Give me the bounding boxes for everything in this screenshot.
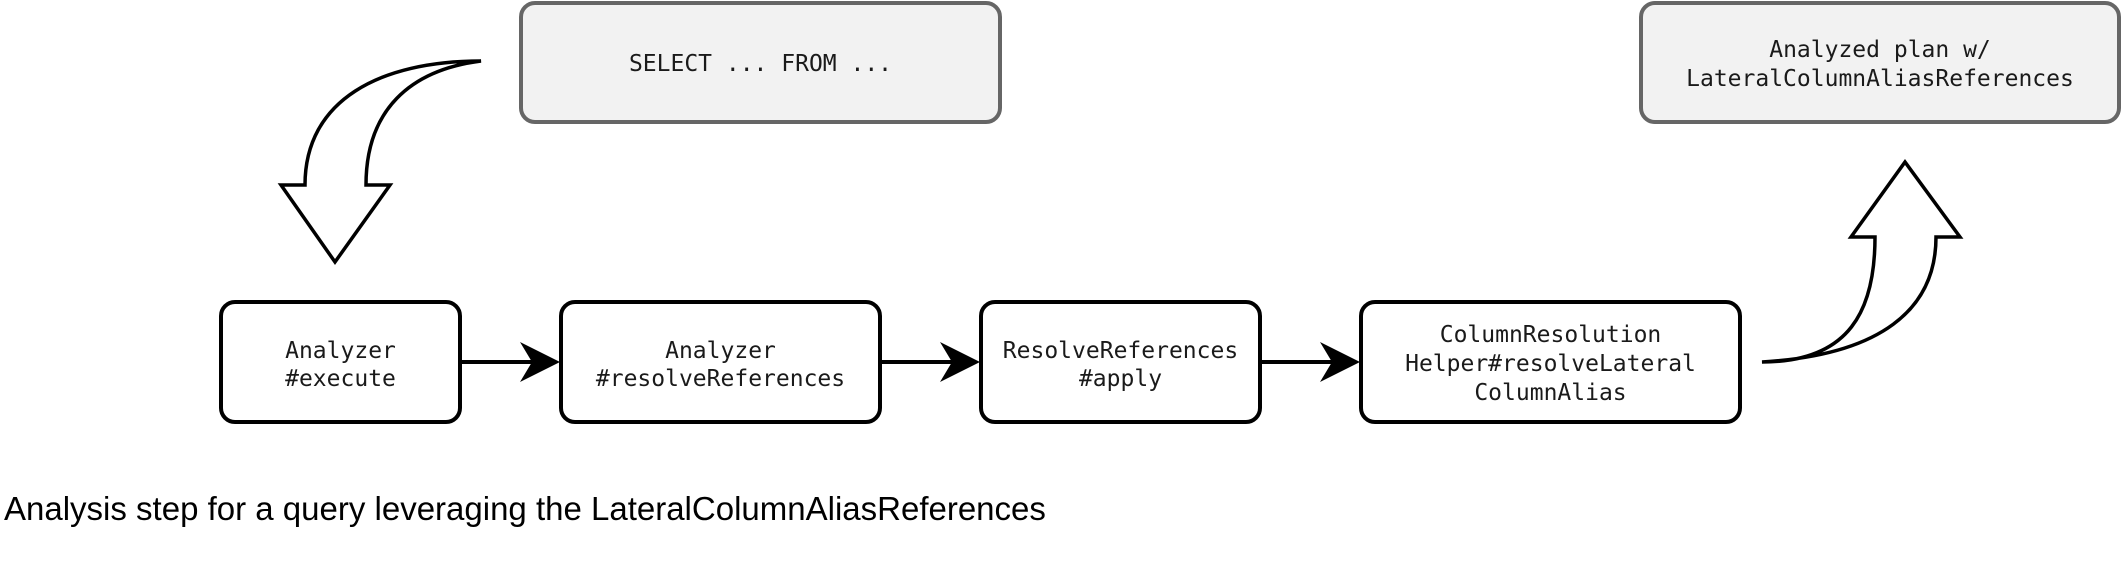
step-analyzer-resolve-references: Analyzer #resolveReferences	[559, 300, 882, 424]
analyzed-plan-node: Analyzed plan w/ LateralColumnAliasRefer…	[1639, 1, 2121, 124]
step-4-line3: ColumnAlias	[1474, 380, 1626, 406]
curved-down-arrow-icon	[277, 59, 482, 266]
step-analyzer-execute: Analyzer #execute	[219, 300, 462, 424]
step-1-line2: #execute	[285, 366, 396, 392]
step-1-line1: Analyzer	[285, 338, 396, 364]
step-4-line2: Helper#resolveLateral	[1405, 351, 1696, 377]
analyzed-plan-label-line2: LateralColumnAliasReferences	[1686, 66, 2074, 92]
query-label: SELECT ... FROM ...	[629, 51, 892, 77]
curved-up-arrow-icon	[1761, 159, 1964, 364]
figure-caption: Analysis step for a query leveraging the…	[4, 490, 1046, 527]
step-3-line2: #apply	[1079, 366, 1162, 392]
step-column-resolution-helper: ColumnResolution Helper#resolveLateral C…	[1359, 300, 1742, 424]
step-2-line1: Analyzer	[665, 338, 776, 364]
step-2-line2: #resolveReferences	[596, 366, 845, 392]
query-node: SELECT ... FROM ...	[519, 1, 1002, 124]
step-4-line1: ColumnResolution	[1440, 322, 1662, 348]
step-resolve-references-apply: ResolveReferences #apply	[979, 300, 1262, 424]
analyzed-plan-label-line1: Analyzed plan w/	[1769, 37, 1991, 63]
step-3-line1: ResolveReferences	[1003, 338, 1238, 364]
